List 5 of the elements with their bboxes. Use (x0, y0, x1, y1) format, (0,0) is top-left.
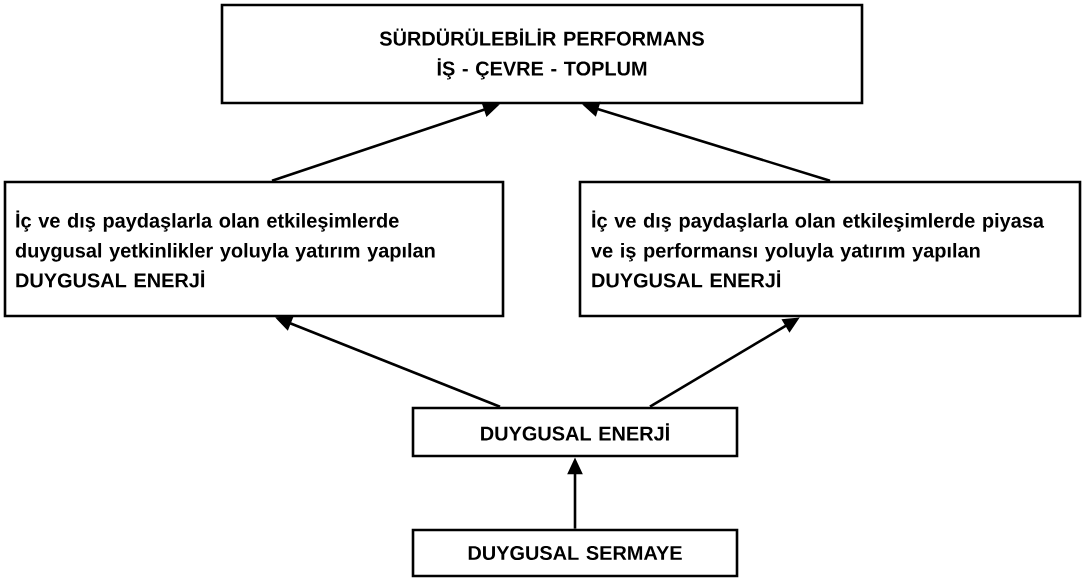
title-box: SÜRDÜRÜLEBİLİR PERFORMANS İŞ - ÇEVRE - TOPLUM (220, 3, 864, 105)
process-box: DUYGUSAL SERMAYE (411, 528, 739, 578)
process-box: DUYGUSAL ENERJİ (411, 406, 739, 458)
text-box: İç ve dış paydaşlarla olan etkileşimlerde duygusal yetkinlikler yoluyla yatırım yapılan DUYGUSAL ENERJİ (3, 180, 505, 318)
text-box: İç ve dış paydaşlarla olan etkileşimlerde piyasa ve iş performansı yoluyla yatırım yapılan DUYGUSAL ENERJİ (578, 180, 1082, 318)
